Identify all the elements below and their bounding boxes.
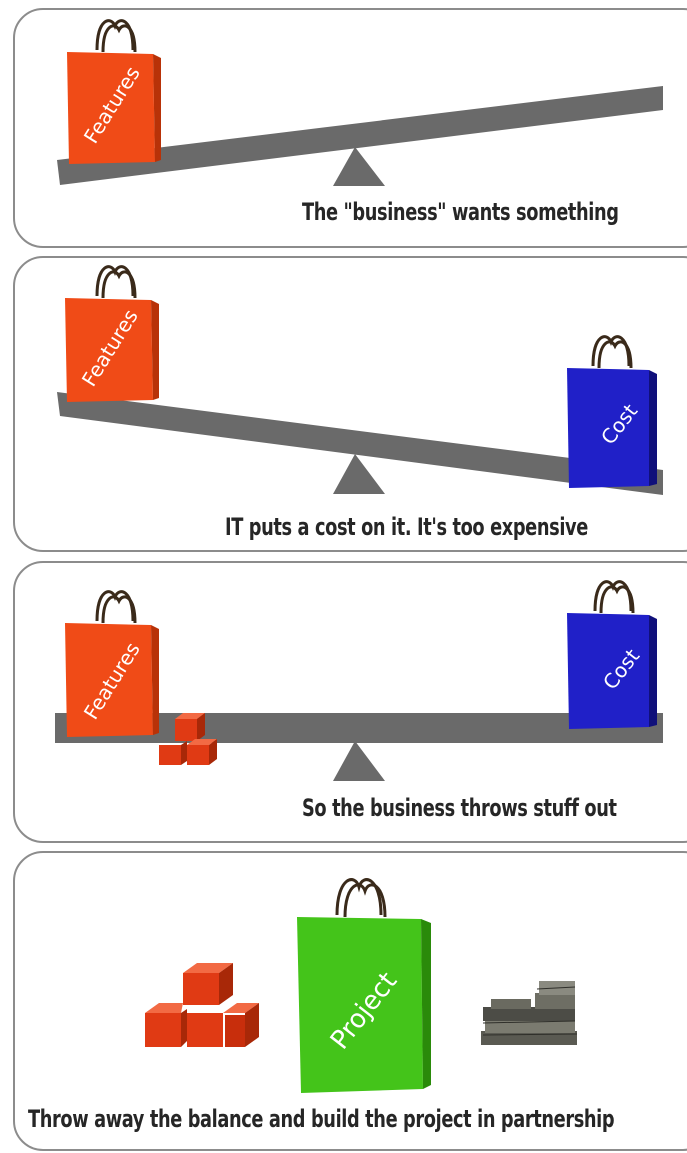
panel-caption: So the business throws stuff out [302, 794, 617, 822]
cost-bag-icon: Cost [567, 582, 657, 729]
seesaw-fulcrum [333, 741, 385, 781]
panel-caption: The "business" wants something [302, 198, 619, 226]
seesaw-scene-2: Features Cost [15, 258, 687, 554]
panel-business-throws-out: Features Cost So the business throws stu… [13, 561, 687, 843]
features-bag-icon: Features [67, 21, 161, 164]
project-bag-icon: Project [297, 880, 431, 1093]
features-bag-icon: Features [65, 267, 159, 402]
panel-caption: IT puts a cost on it. It's too expensive [225, 513, 588, 541]
cost-bag-icon: Cost [567, 337, 657, 488]
features-bag-icon: Features [65, 592, 159, 737]
seesaw-fulcrum [333, 147, 385, 186]
money-stack-icon [481, 981, 577, 1045]
panel-partnership: Project Throw away the balance and build… [13, 851, 687, 1151]
panel-caption: Throw away the balance and build the pro… [28, 1105, 614, 1133]
blocks-icon [145, 963, 259, 1047]
seesaw-fulcrum [333, 454, 385, 494]
panel-it-puts-cost: Features Cost IT puts a cost on it. It's… [13, 256, 687, 552]
panel-business-wants: Features The "business" wants something [13, 8, 687, 248]
